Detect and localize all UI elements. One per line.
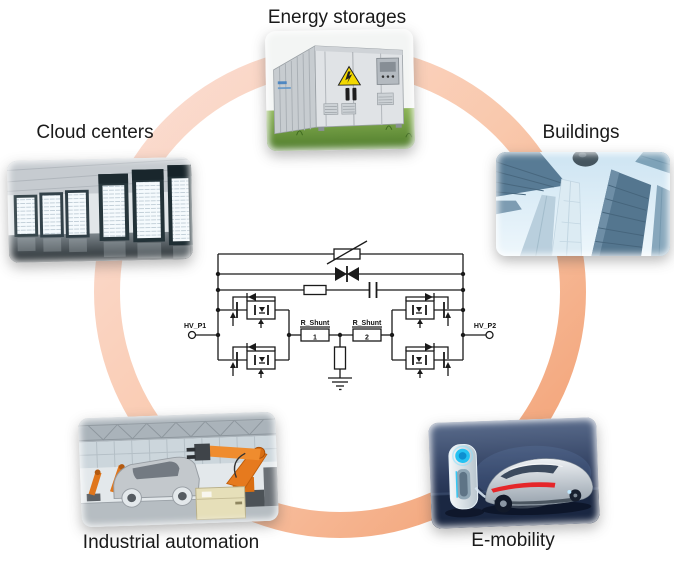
svg-text:R_Shunt: R_Shunt	[301, 320, 330, 327]
svg-text:1: 1	[313, 335, 317, 342]
energy-storages-photo	[264, 28, 416, 152]
buildings-photo	[496, 152, 670, 256]
mosfet-block-left	[217, 292, 290, 379]
server-racks-left	[13, 189, 90, 238]
tower-top-right	[635, 152, 670, 174]
tower-top-left	[496, 152, 568, 197]
ev-charging-illustration	[428, 417, 600, 529]
svg-text:HV_P2: HV_P2	[474, 323, 496, 330]
cloud-centers-label: Cloud centers	[36, 122, 154, 143]
svg-text:HV_P1: HV_P1	[184, 323, 206, 330]
rc-snubber-branch	[218, 282, 463, 298]
shunt-resistor-2: R_Shunt 2	[352, 320, 392, 342]
svg-text:R_Shunt: R_Shunt	[353, 320, 382, 327]
terminal-hv-p1: HV_P1	[184, 323, 218, 340]
tvs-diode-branch	[218, 266, 463, 282]
robot-arm-large	[186, 443, 279, 508]
industrial-automation-label: Industrial automation	[82, 532, 260, 553]
energy-storages-label: Energy storages	[267, 7, 407, 28]
tower-center-light	[519, 178, 582, 256]
e-mobility-photo	[428, 417, 600, 529]
shunt-resistor-1: R_Shunt 1	[289, 320, 353, 342]
data-center-illustration	[6, 157, 194, 263]
skyscrapers-illustration	[496, 152, 670, 256]
tower-right-large	[591, 169, 652, 256]
svg-text:2: 2	[365, 335, 369, 342]
charging-station	[445, 443, 485, 518]
mosfet-block-right	[391, 292, 464, 379]
control-cabinet	[195, 486, 247, 521]
circuit-schematic: HV_P1 HV_P2 R_Shunt 1 R_Shunt 2	[184, 240, 496, 391]
energy-storage-illustration	[264, 28, 416, 152]
cloud-centers-photo	[6, 157, 194, 263]
server-racks-right	[98, 164, 193, 246]
ground-tap-resistor	[328, 335, 352, 391]
e-mobility-label: E-mobility	[471, 530, 555, 551]
terminal-hv-p2: HV_P2	[463, 323, 496, 340]
buildings-label: Buildings	[542, 122, 620, 143]
storage-container	[273, 45, 405, 135]
electric-car	[482, 458, 593, 516]
junction-dots	[215, 271, 466, 338]
varistor-branch	[218, 240, 463, 265]
factory-robots-illustration	[78, 411, 279, 528]
car-body-shell	[113, 456, 200, 508]
industrial-automation-photo	[78, 411, 279, 528]
